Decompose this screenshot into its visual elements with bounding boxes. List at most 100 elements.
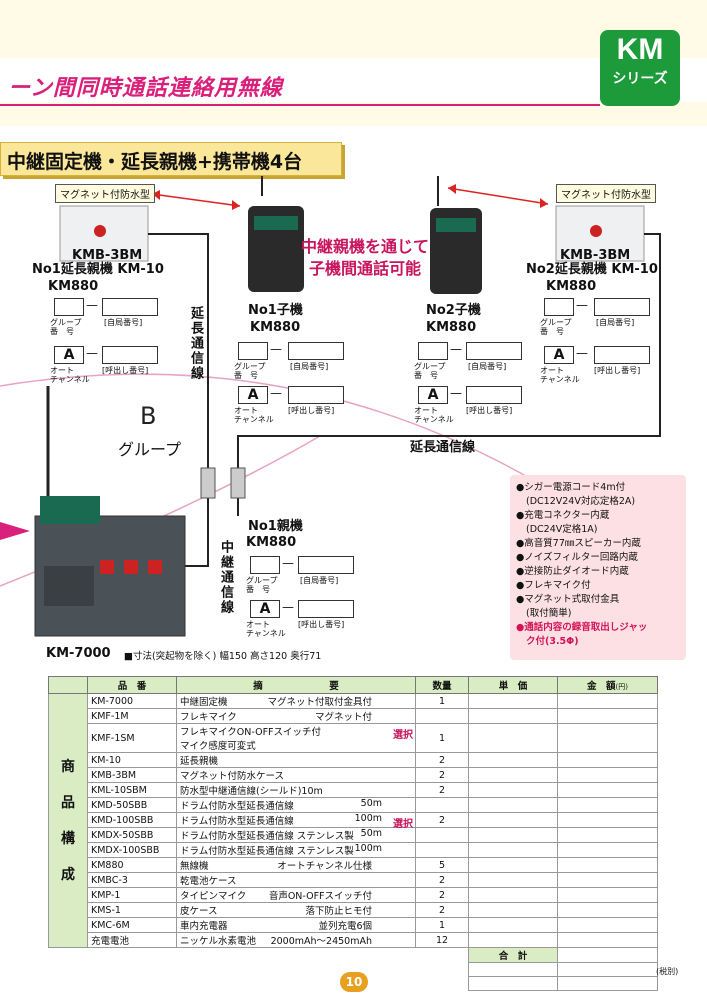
child1-a-box[interactable]: A xyxy=(238,386,268,404)
cell-amount[interactable] xyxy=(557,812,658,828)
total-extra-cell[interactable] xyxy=(557,962,658,977)
parent-group-box[interactable] xyxy=(250,556,280,574)
cell-amount[interactable] xyxy=(557,857,658,873)
right-group-box[interactable] xyxy=(544,298,574,316)
child2-auto-label: オートチャンネル xyxy=(414,406,454,424)
dimensions-label: ■寸法(突起物を除く) 幅150 高さ120 奥行71 xyxy=(124,651,322,662)
child1-call-box[interactable] xyxy=(288,386,344,404)
child2-call-box[interactable] xyxy=(466,386,522,404)
child2-a-box[interactable]: A xyxy=(418,386,448,404)
th-amount: 金 額(円) xyxy=(557,676,658,694)
cell-amount[interactable] xyxy=(557,902,658,918)
cell-unit-price[interactable] xyxy=(468,708,558,724)
cell-code: KML-10SBM xyxy=(87,782,177,798)
header-stripe xyxy=(0,58,707,102)
section-banner: 中継固定機・延長親機+携帯機4台 xyxy=(0,142,342,176)
child2-group-label: グループ番 号 xyxy=(414,362,446,380)
cell-unit-price[interactable] xyxy=(468,767,558,783)
right-unit-l2: No2延長親機 KM-10 xyxy=(526,262,658,277)
child1-self-label: [自局番号] xyxy=(290,362,329,371)
parent-call-box[interactable] xyxy=(298,600,354,618)
left-self-box[interactable] xyxy=(102,298,158,316)
right-unit-l3: KM880 xyxy=(546,279,597,294)
cell-unit-price[interactable] xyxy=(468,812,558,828)
side-label-char: 成 xyxy=(61,866,75,883)
child2-self-box[interactable] xyxy=(466,342,522,360)
cell-unit-price[interactable] xyxy=(468,857,558,873)
feature-2: ●充電コネクター内蔵 xyxy=(516,510,610,521)
cell-qty: 1 xyxy=(415,693,469,709)
cell-amount[interactable] xyxy=(557,723,658,753)
cell-unit-price[interactable] xyxy=(468,887,558,903)
cell-amount[interactable] xyxy=(557,767,658,783)
cell-code: KM-10 xyxy=(87,752,177,768)
desc-text: マグネット付防水ケース xyxy=(180,771,285,782)
cell-qty: 2 xyxy=(415,887,469,903)
th-code: 品 番 xyxy=(87,676,177,694)
child1-self-box[interactable] xyxy=(288,342,344,360)
right-a-box[interactable]: A xyxy=(544,346,574,364)
desc-text: フレキマイクON-OFFスイッチ付 xyxy=(180,727,321,738)
feature-highlight-1: ●通話内容の録音取出しジャッ xyxy=(516,622,648,633)
right-dash-1: — xyxy=(576,298,588,312)
cell-unit-price[interactable] xyxy=(468,693,558,709)
cell-amount[interactable] xyxy=(557,872,658,888)
left-a-box[interactable]: A xyxy=(54,346,84,364)
cell-amount[interactable] xyxy=(557,782,658,798)
cell-unit-price[interactable] xyxy=(468,932,558,948)
child2-dash-2: — xyxy=(450,386,462,400)
left-group-box[interactable] xyxy=(54,298,84,316)
cell-amount[interactable] xyxy=(557,752,658,768)
amount-unit: (円) xyxy=(615,683,628,691)
th-qty: 数量 xyxy=(415,676,469,694)
cell-amount[interactable] xyxy=(557,797,658,813)
child2-group-box[interactable] xyxy=(418,342,448,360)
right-auto-label: オートチャンネル xyxy=(540,366,580,384)
child1-group-box[interactable] xyxy=(238,342,268,360)
cell-amount[interactable] xyxy=(557,827,658,843)
cell-unit-price[interactable] xyxy=(468,872,558,888)
base-model-label: KM-7000 xyxy=(46,646,111,661)
cell-amount[interactable] xyxy=(557,842,658,858)
left-call-box[interactable] xyxy=(102,346,158,364)
side-label-char: 品 xyxy=(61,794,75,811)
desc-text: ドラム付防水型延長通信線 xyxy=(180,801,294,812)
wiring-diagram xyxy=(0,176,661,637)
desc-note: オートチャンネル仕様 xyxy=(277,861,372,872)
relay-line-label: 中継通信線 xyxy=(218,540,233,615)
child1-call-label: [呼出し番号] xyxy=(288,406,335,415)
total-value-cell[interactable] xyxy=(557,947,658,963)
cell-unit-price[interactable] xyxy=(468,782,558,798)
right-call-label: [呼出し番号] xyxy=(594,366,641,375)
right-call-box[interactable] xyxy=(594,346,650,364)
cell-unit-price[interactable] xyxy=(468,902,558,918)
parent-dash-2: — xyxy=(282,600,294,614)
cell-unit-price[interactable] xyxy=(468,842,558,858)
cell-amount[interactable] xyxy=(557,917,658,933)
cell-unit-price[interactable] xyxy=(468,917,558,933)
cell-code: KMF-1SM xyxy=(87,723,177,753)
total-extra-cell[interactable] xyxy=(468,962,558,977)
parent-a-box[interactable]: A xyxy=(250,600,280,618)
total-extra-cell[interactable] xyxy=(468,976,558,991)
desc-text: ニッケル水素電池 xyxy=(180,936,257,947)
cell-code: KM880 xyxy=(87,857,177,873)
cell-amount[interactable] xyxy=(557,708,658,724)
parent-self-label: [自局番号] xyxy=(300,576,339,585)
cell-amount[interactable] xyxy=(557,887,658,903)
right-self-box[interactable] xyxy=(594,298,650,316)
cell-unit-price[interactable] xyxy=(468,723,558,753)
cell-unit-price[interactable] xyxy=(468,797,558,813)
cell-unit-price[interactable] xyxy=(468,752,558,768)
cell-code: KMD-50SBB xyxy=(87,797,177,813)
side-label-char: 商 xyxy=(61,758,75,775)
cell-unit-price[interactable] xyxy=(468,827,558,843)
center-message: 中継親機を通じて 子機間通話可能 xyxy=(300,236,430,280)
cell-amount[interactable] xyxy=(557,932,658,948)
total-extra-cell[interactable] xyxy=(557,976,658,991)
desc-note: 50m xyxy=(360,798,382,809)
parent-self-box[interactable] xyxy=(298,556,354,574)
cell-desc: フレキマイクマグネット付 xyxy=(176,708,416,724)
cell-amount[interactable] xyxy=(557,693,658,709)
